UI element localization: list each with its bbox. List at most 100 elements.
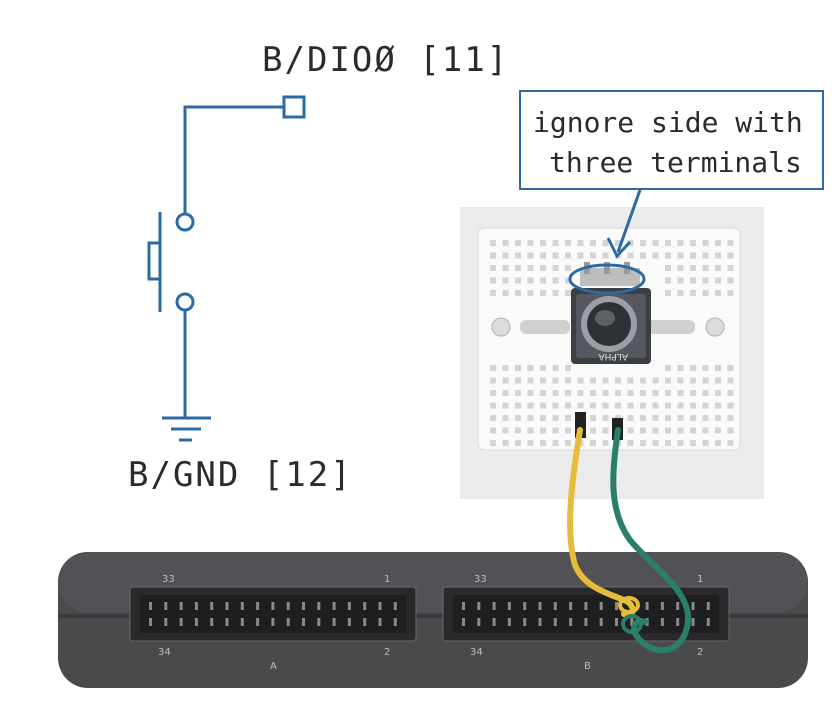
connector-pin <box>286 602 290 610</box>
breadboard-hole <box>690 365 696 371</box>
breadboard-hole <box>652 440 659 446</box>
breadboard-hole <box>590 390 596 396</box>
breadboard-hole <box>665 290 671 296</box>
breadboard-hole <box>715 402 721 409</box>
breadboard-hole <box>565 365 571 371</box>
pushbutton-schematic <box>147 95 306 442</box>
connector-b-pin-33: 33 <box>474 574 487 585</box>
breadboard-hole <box>565 240 571 246</box>
breadboard-hole <box>665 427 671 434</box>
breadboard-hole <box>502 427 509 434</box>
connector-pin <box>363 618 367 626</box>
breadboard-hole <box>565 252 571 259</box>
breadboard-hole <box>677 365 684 371</box>
dio-terminal <box>282 95 306 119</box>
breadboard-hole <box>527 440 534 446</box>
connector-pin <box>691 602 695 610</box>
breadboard-hole <box>640 240 646 246</box>
breadboard-hole <box>527 290 534 296</box>
breadboard-hole <box>502 440 509 446</box>
connector-pin <box>194 602 198 610</box>
connector-pin <box>149 618 152 626</box>
connector-pin <box>256 618 260 626</box>
breadboard-hole <box>665 377 671 384</box>
three-terminals-highlight <box>568 263 646 295</box>
breadboard-hole <box>565 402 571 409</box>
breadboard-hole <box>565 377 571 384</box>
breadboard-hole <box>640 390 646 396</box>
connector-pin <box>569 602 573 610</box>
breadboard-hole <box>652 415 659 421</box>
connector-pin <box>378 618 382 626</box>
breadboard-hole <box>715 427 721 434</box>
connector-pin <box>378 602 382 610</box>
breadboard-hole <box>552 377 559 384</box>
breadboard-hole <box>727 390 734 396</box>
breadboard-hole <box>490 377 496 384</box>
connector-pin <box>492 618 496 626</box>
callout-line-2: three terminals <box>549 146 802 179</box>
daq-device: 33 1 34 2 A 33 1 34 2 B <box>58 552 808 688</box>
breadboard-hole <box>602 440 609 446</box>
callout-arrow <box>606 189 642 259</box>
connector-pin <box>347 602 351 610</box>
connector-pin <box>584 602 588 610</box>
connector-pin <box>179 618 183 626</box>
breadboard-hole <box>640 252 646 259</box>
breadboard-hole <box>552 265 559 271</box>
breadboard-hole <box>690 240 696 246</box>
connector-pin <box>347 618 351 626</box>
connector-pin <box>194 618 198 626</box>
breadboard-hole <box>702 440 709 446</box>
potentiometer: ALPHA <box>571 262 651 364</box>
pot-brand-text: ALPHA <box>598 351 628 361</box>
breadboard-hole <box>515 365 521 371</box>
connector-pin <box>462 602 465 610</box>
breadboard-hole <box>565 415 571 421</box>
breadboard-hole <box>552 240 559 246</box>
connector-pin <box>660 618 664 626</box>
callout-line-1: ignore side with <box>533 106 803 139</box>
breadboard-hole <box>490 365 496 371</box>
breadboard-hole <box>702 252 709 259</box>
breadboard-hole <box>490 265 496 271</box>
breadboard-hole <box>515 377 521 384</box>
breadboard-hole <box>515 277 521 284</box>
connector-pin <box>615 602 618 610</box>
breadboard-hole <box>690 415 696 421</box>
connector-pin <box>553 618 557 626</box>
breadboard-hole <box>577 240 584 246</box>
connector-pin <box>240 602 244 610</box>
breadboard-hole <box>627 377 634 384</box>
breadboard-hole <box>527 252 534 259</box>
connector-a-pin-34: 34 <box>158 647 171 658</box>
breadboard-hole <box>640 377 646 384</box>
breadboard-hole <box>677 402 684 409</box>
connector-a-label: A <box>270 661 277 672</box>
breadboard-hole <box>665 277 671 284</box>
connector-pin <box>317 618 321 626</box>
breadboard-hole <box>652 390 659 396</box>
breadboard-hole <box>502 402 509 409</box>
connector-pin <box>240 618 244 626</box>
breadboard-hole <box>627 415 634 421</box>
connector-pin <box>332 602 336 610</box>
breadboard-hole <box>527 277 534 284</box>
breadboard-hole <box>727 402 734 409</box>
breadboard-hole <box>540 240 546 246</box>
connector-pin <box>477 618 481 626</box>
breadboard-hole <box>540 440 546 446</box>
connector-pin <box>569 618 573 626</box>
connector-pin <box>393 602 397 610</box>
connector-pin <box>691 618 695 626</box>
breadboard-hole <box>615 377 621 384</box>
connector-a: 33 1 34 2 A <box>129 574 417 672</box>
connector-pin <box>210 618 214 626</box>
breadboard-hole <box>602 377 609 384</box>
breadboard-hole <box>690 427 696 434</box>
breadboard-hole <box>702 415 709 421</box>
breadboard-hole <box>540 415 546 421</box>
breadboard-hole <box>540 290 546 296</box>
connector-a-pin-33: 33 <box>162 574 175 585</box>
